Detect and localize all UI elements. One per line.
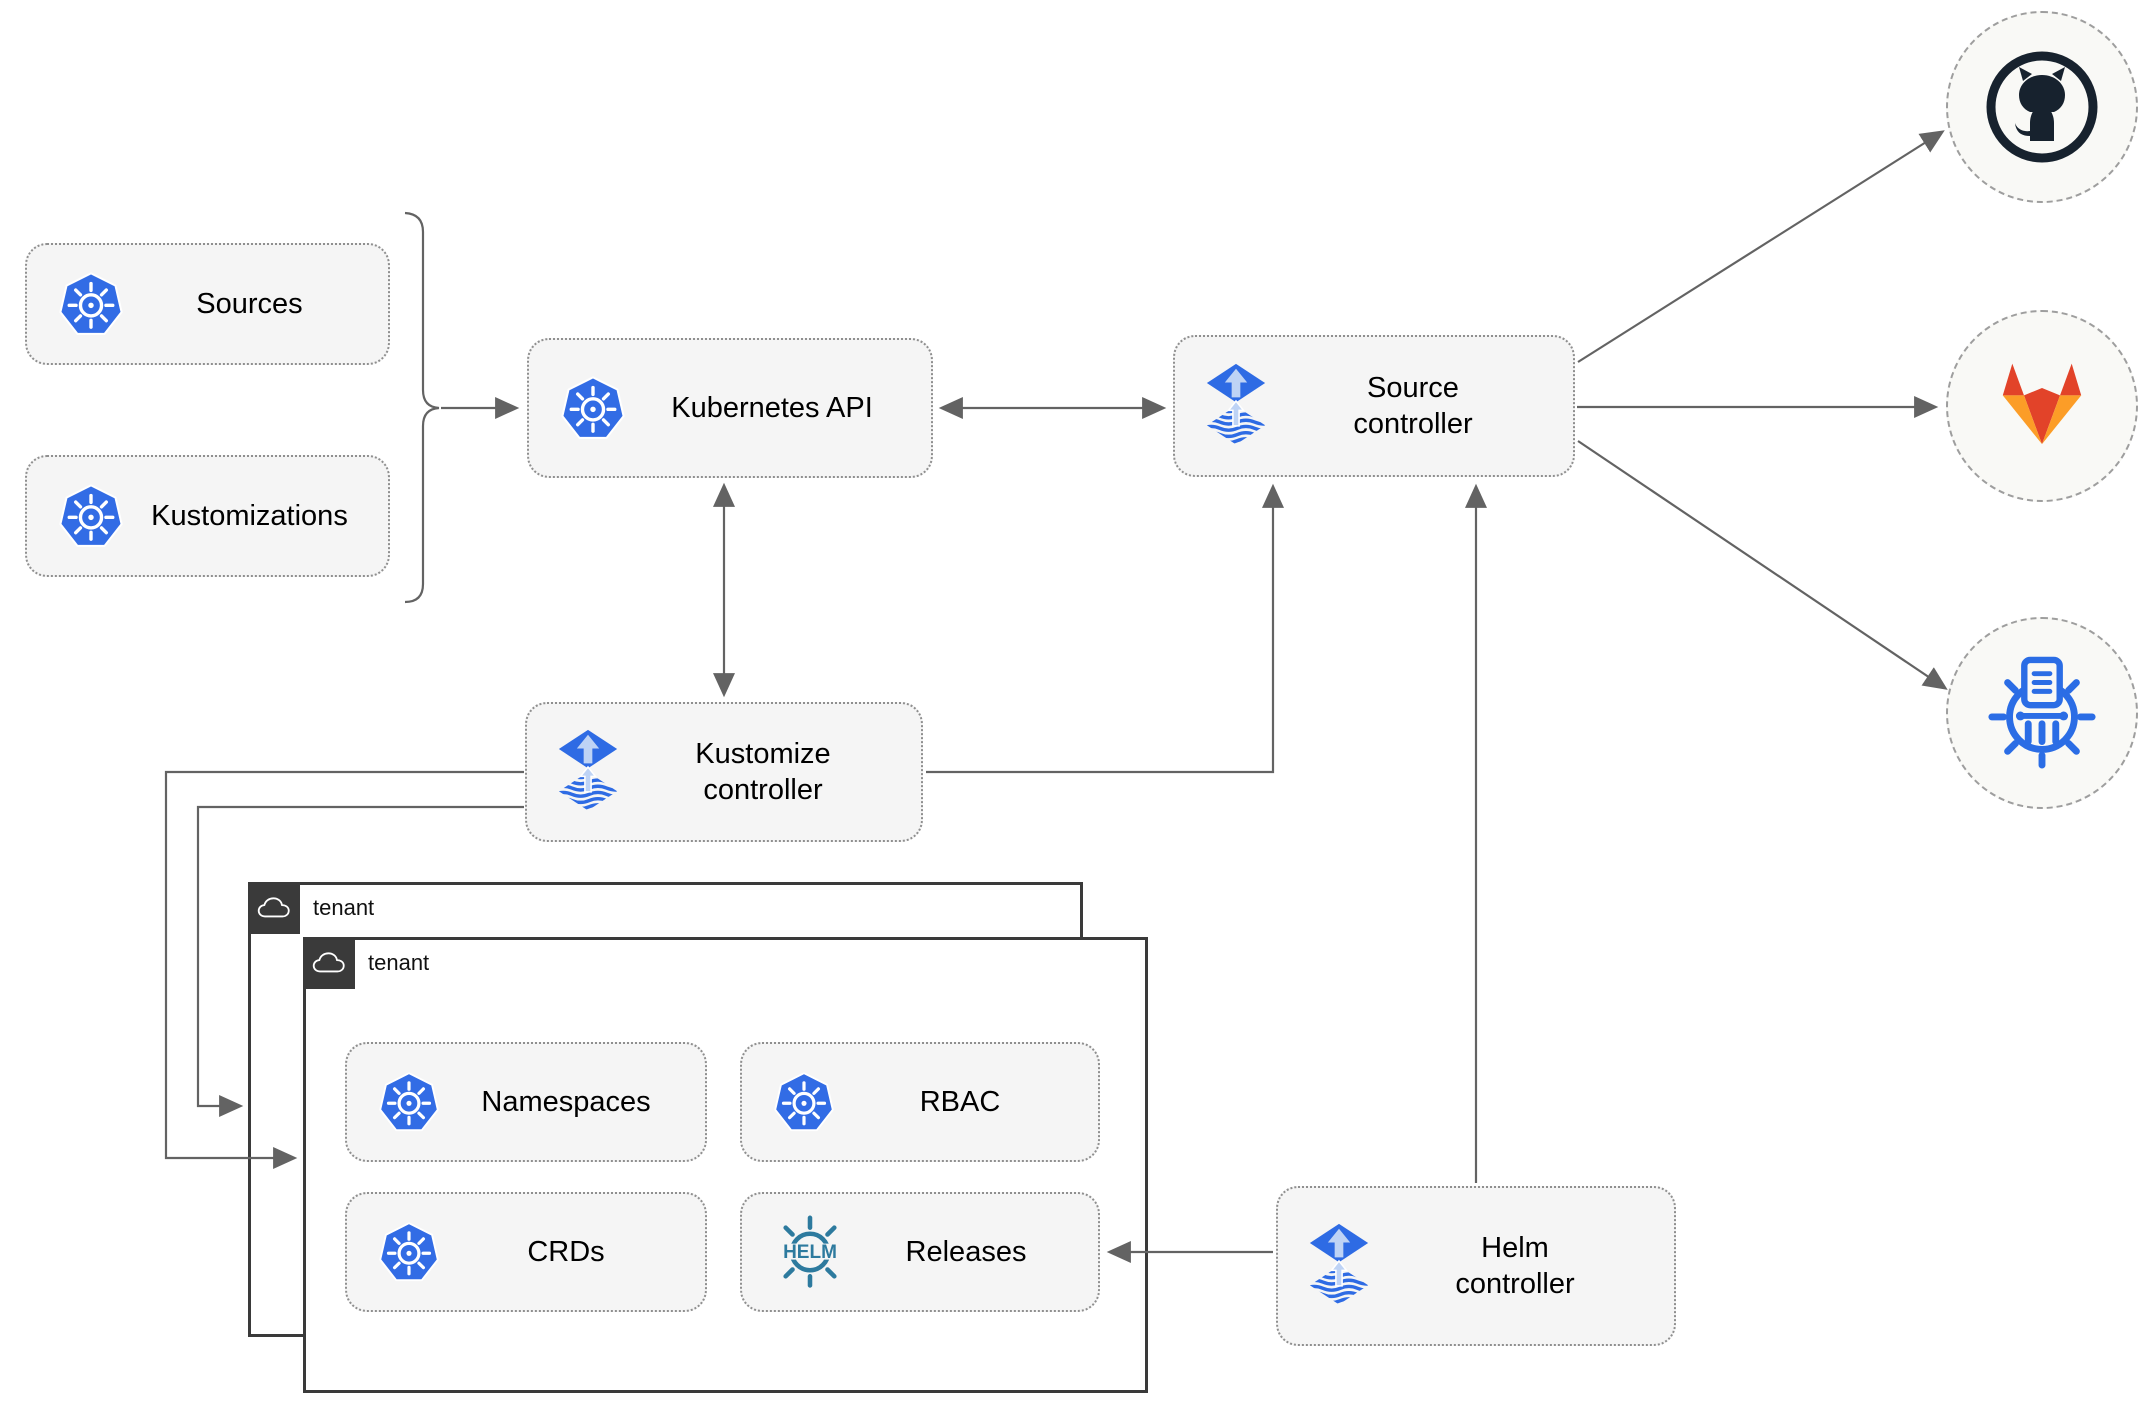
gitlab-node	[1946, 310, 2138, 502]
node-kustomize-controller: Kustomize controller	[525, 702, 923, 842]
node-kubernetes-api: Kubernetes API	[527, 338, 933, 478]
node-releases: Releases	[740, 1192, 1100, 1312]
node-label: RBAC	[919, 1085, 1001, 1118]
node-namespaces: Namespaces	[345, 1042, 707, 1162]
node-crds: CRDs	[345, 1192, 707, 1312]
brace-sources-kustomizations	[404, 211, 440, 604]
edge-kustomize-to-source	[926, 483, 1284, 774]
node-source-controller: Source controller	[1173, 335, 1575, 477]
tenant-group-front: tenant	[303, 937, 1148, 1393]
chartmuseum-node	[1946, 617, 2138, 809]
github-node	[1946, 11, 2138, 203]
tenant-tab	[248, 882, 300, 934]
flux-icon	[1308, 1222, 1370, 1310]
tenant-label: tenant	[313, 895, 375, 920]
node-label: Releases	[905, 1235, 1027, 1268]
cloud-icon	[257, 896, 291, 921]
node-label: Kustomize controller	[695, 737, 831, 806]
node-label: Kubernetes API	[671, 391, 873, 424]
flux-icon	[1205, 362, 1267, 450]
kubernetes-icon	[57, 482, 125, 550]
kubernetes-icon	[559, 374, 627, 442]
node-helm-controller: Helm controller	[1276, 1186, 1676, 1346]
node-label: Sources	[196, 287, 303, 320]
node-label: CRDs	[527, 1235, 605, 1268]
node-label: Source controller	[1353, 371, 1473, 440]
github-octocat-icon	[1982, 47, 2102, 167]
node-label: Helm controller	[1455, 1231, 1575, 1300]
flux-icon	[557, 728, 619, 816]
node-label: Kustomizations	[151, 499, 348, 532]
kubernetes-icon	[57, 270, 125, 338]
node-sources: Sources	[25, 243, 390, 365]
node-label: Namespaces	[481, 1085, 651, 1118]
edge-source-to-github	[1577, 130, 1945, 363]
tenant-tab	[303, 937, 355, 989]
node-kustomizations: Kustomizations	[25, 455, 390, 577]
tenant-label: tenant	[368, 950, 430, 975]
kubernetes-icon	[377, 1070, 441, 1134]
cloud-icon	[312, 951, 346, 976]
gitlab-tanuki-icon	[1989, 357, 2095, 455]
kubernetes-icon	[772, 1070, 836, 1134]
kubernetes-icon	[377, 1220, 441, 1284]
edge-source-to-chartmuseum	[1577, 440, 1948, 690]
node-rbac: RBAC	[740, 1042, 1100, 1162]
helm-icon	[772, 1214, 848, 1290]
chartmuseum-icon	[1983, 654, 2101, 772]
